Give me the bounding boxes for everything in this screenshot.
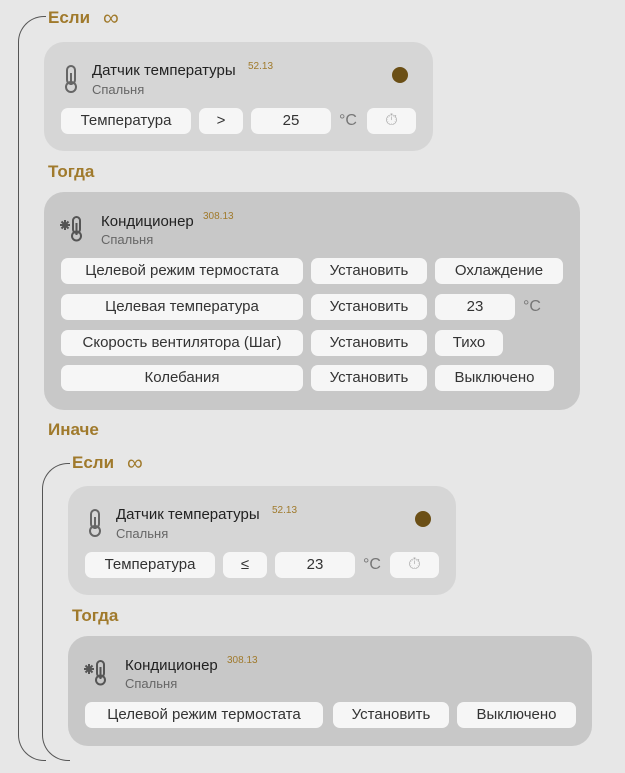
device-room: Спальня	[125, 676, 178, 691]
value-input[interactable]: 23	[275, 552, 355, 578]
value-select[interactable]: Выключено	[457, 702, 576, 728]
value-input[interactable]: 25	[251, 108, 331, 134]
device-id: 308.13	[227, 655, 258, 666]
action-select[interactable]: Установить	[333, 702, 449, 728]
status-indicator	[415, 511, 431, 527]
operator-select[interactable]: ≤	[223, 552, 267, 578]
timer-button[interactable]: ⏱	[367, 108, 416, 134]
then-label: Тогда	[48, 162, 95, 181]
device-name: Кондиционер	[101, 213, 194, 230]
property-select[interactable]: Целевой режим термостата	[61, 258, 303, 284]
unit-label: °C	[363, 556, 381, 573]
thermometer-icon	[65, 65, 77, 93]
action-select[interactable]: Установить	[311, 330, 427, 356]
action-card: Кондиционер 308.13 Спальня Целевой режим…	[44, 192, 580, 410]
inner-rule-bracket	[42, 463, 70, 761]
operator-select[interactable]: >	[199, 108, 243, 134]
device-id: 52.13	[248, 61, 274, 72]
loop-icon[interactable]: ∞	[103, 5, 119, 30]
action-select[interactable]: Установить	[311, 365, 427, 391]
condition-card: Датчик температуры 52.13 Спальня Темпера…	[44, 42, 433, 151]
action-select[interactable]: Установить	[311, 258, 427, 284]
device-room: Спальня	[92, 82, 145, 97]
device-room: Спальня	[116, 526, 169, 541]
action-select[interactable]: Установить	[311, 294, 427, 320]
property-select[interactable]: Температура	[85, 552, 215, 578]
loop-icon[interactable]: ∞	[127, 450, 143, 475]
device-id: 308.13	[203, 211, 234, 222]
device-id: 52.13	[272, 505, 298, 516]
value-select[interactable]: Охлаждение	[435, 258, 563, 284]
timer-button[interactable]: ⏱	[390, 552, 439, 578]
status-indicator	[392, 67, 408, 83]
property-select[interactable]: Температура	[61, 108, 191, 134]
if-label: Если	[72, 453, 115, 472]
action-card: Кондиционер 308.13 Спальня Целевой режим…	[68, 636, 592, 746]
property-select[interactable]: Колебания	[61, 365, 303, 391]
device-name: Датчик температуры	[92, 62, 236, 79]
value-select[interactable]: Тихо	[435, 330, 503, 356]
property-select[interactable]: Целевой режим термостата	[85, 702, 323, 728]
device-name: Кондиционер	[125, 657, 218, 674]
property-select[interactable]: Скорость вентилятора (Шаг)	[61, 330, 303, 356]
value-select[interactable]: Выключено	[435, 365, 554, 391]
device-room: Спальня	[101, 232, 154, 247]
unit-label: °C	[523, 298, 541, 315]
unit-label: °C	[339, 112, 357, 129]
property-select[interactable]: Целевая температура	[61, 294, 303, 320]
if-label: Если	[48, 8, 91, 27]
then-label: Тогда	[72, 606, 119, 625]
condition-card: Датчик температуры 52.13 Спальня Темпера…	[68, 486, 456, 595]
snowflake-thermometer-icon	[60, 216, 82, 242]
snowflake-thermometer-icon	[84, 660, 106, 686]
else-label: Иначе	[48, 420, 99, 439]
thermometer-icon	[89, 509, 101, 537]
value-input[interactable]: 23	[435, 294, 515, 320]
device-name: Датчик температуры	[116, 506, 260, 523]
